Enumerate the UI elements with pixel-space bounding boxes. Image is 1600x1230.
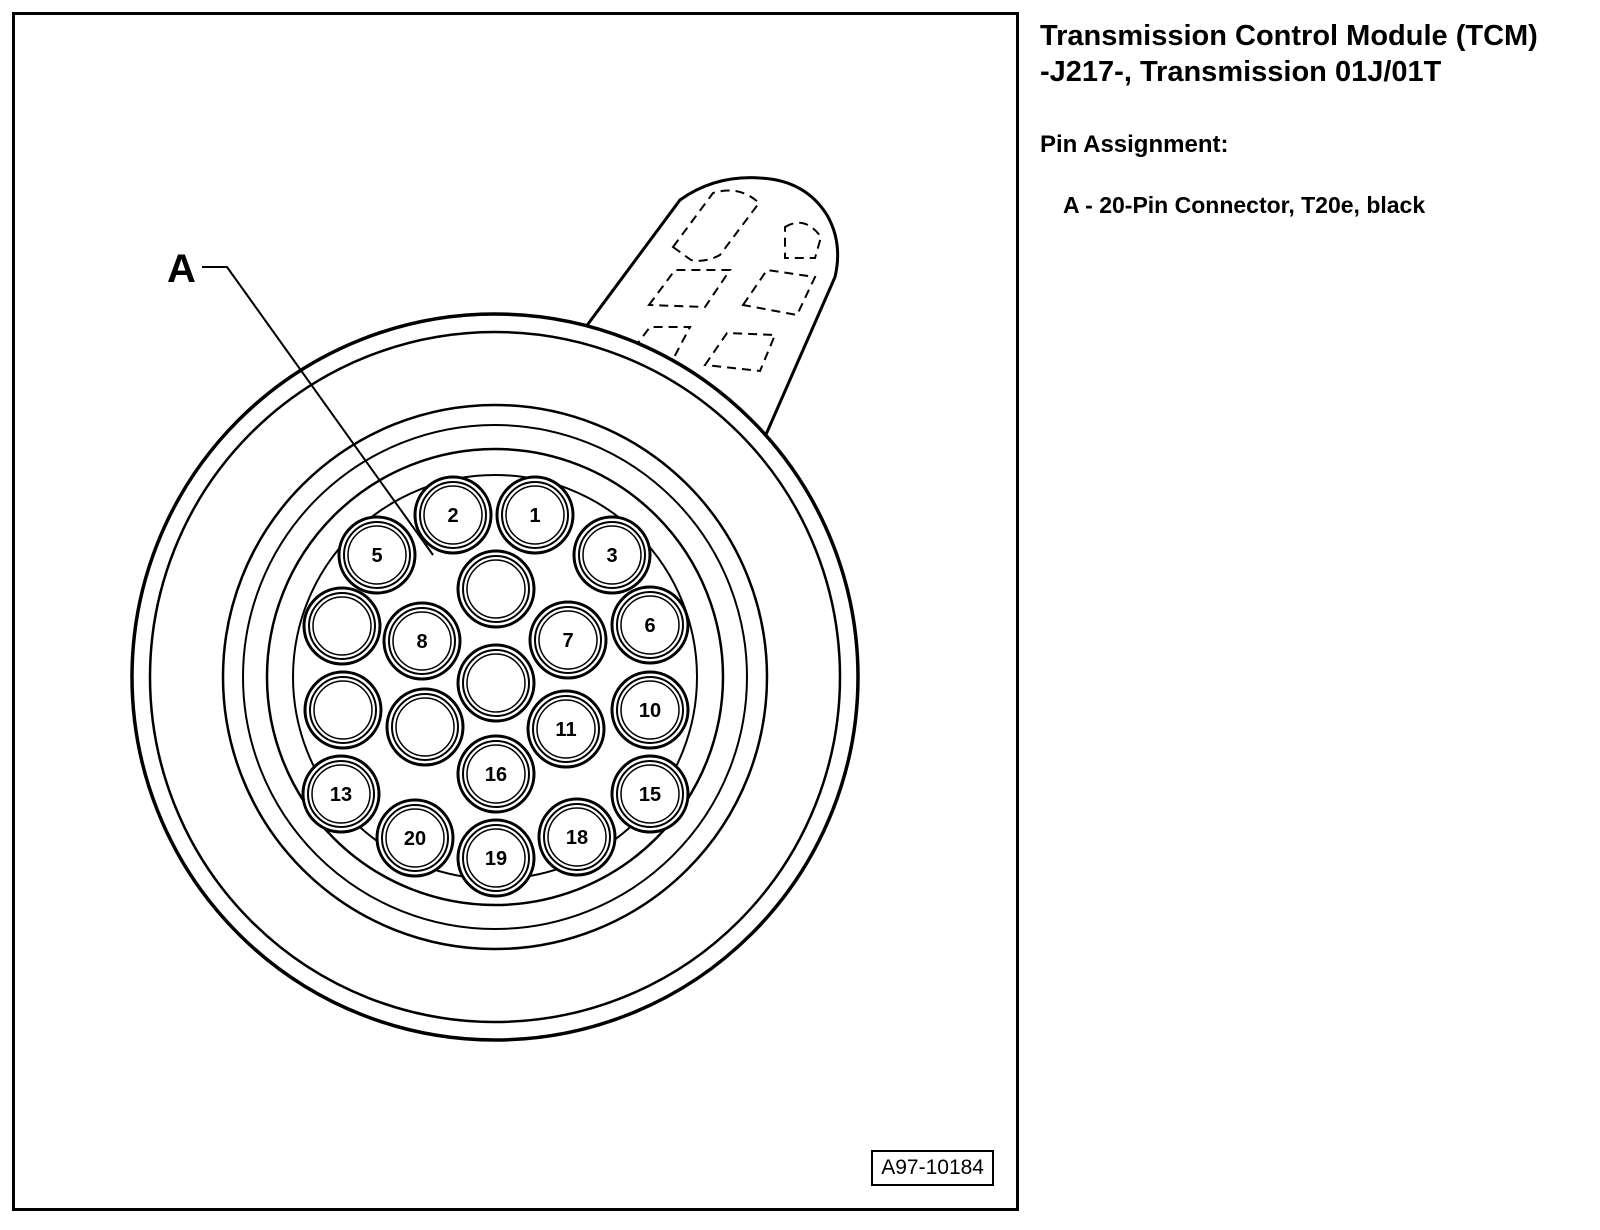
pin-13: 13 <box>301 754 381 834</box>
pin-8: 8 <box>382 601 462 681</box>
middle-ring-inner <box>242 424 748 930</box>
pin-7: 7 <box>528 600 608 680</box>
pin-label: 19 <box>485 848 507 870</box>
pin-11: 11 <box>526 689 606 769</box>
pin-6: 6 <box>610 585 690 665</box>
page-title-line-2: -J217-, Transmission 01J/01T <box>1040 56 1442 88</box>
figure-id: A97-10184 <box>871 1150 994 1186</box>
pin-label: 11 <box>555 719 576 741</box>
pin-15: 15 <box>610 754 690 834</box>
pin-label: 8 <box>416 631 427 653</box>
middle-ring <box>221 403 769 951</box>
page-title-line-1: Transmission Control Module (TCM) <box>1040 20 1538 52</box>
pin-unused-16 <box>456 549 536 629</box>
pin-5: 5 <box>337 515 417 595</box>
pin-16: 16 <box>456 734 536 814</box>
pin-10: 10 <box>610 670 690 750</box>
pin-label: 7 <box>562 630 573 652</box>
pin-label: 13 <box>330 784 352 806</box>
section-heading: Pin Assignment: <box>1040 131 1229 158</box>
pin-2: 2 <box>413 475 493 555</box>
legend-item-a: A - 20-Pin Connector, T20e, black <box>1063 192 1426 218</box>
text-panel: Transmission Control Module (TCM) -J217-… <box>1040 18 1592 220</box>
pin-label: 2 <box>447 505 458 527</box>
pin-label: 18 <box>566 827 588 849</box>
diagram-frame: A 1 2 3 5 6 7 8 10 11 13 15 16 18 19 20 A97-10184 <box>12 12 1019 1211</box>
insert-ring <box>265 447 725 907</box>
outer-ring-inner <box>148 330 842 1024</box>
pin-label: 3 <box>606 545 617 567</box>
page-title: Transmission Control Module (TCM) -J217-… <box>1040 18 1592 90</box>
pin-label: 20 <box>404 828 426 850</box>
pin-label: 1 <box>529 505 540 527</box>
pin-label: 16 <box>485 764 507 786</box>
boot-ribs <box>623 189 823 373</box>
pin-19: 19 <box>456 818 536 898</box>
pin-label: 15 <box>639 784 661 806</box>
callout-leader-line <box>202 266 434 556</box>
pin-18: 18 <box>537 797 617 877</box>
callout-label-a: A <box>167 247 196 291</box>
pin-unused-20 <box>385 687 465 767</box>
pin-unused-18 <box>456 643 536 723</box>
pin-label: 6 <box>644 615 655 637</box>
pin-3: 3 <box>572 515 652 595</box>
pin-label: 10 <box>639 700 661 722</box>
pin-unused-17 <box>302 586 382 666</box>
connector-diagram: A 1 2 3 5 6 7 8 10 11 13 15 16 18 19 20 <box>130 176 860 1042</box>
pins-layer: 1 2 3 5 6 7 8 10 11 13 15 16 18 19 20 <box>301 475 690 898</box>
pin-label: 5 <box>371 545 382 567</box>
cable-boot <box>563 176 840 456</box>
pin-20: 20 <box>375 798 455 878</box>
pin-unused-19 <box>303 670 383 750</box>
pin-1: 1 <box>495 475 575 555</box>
